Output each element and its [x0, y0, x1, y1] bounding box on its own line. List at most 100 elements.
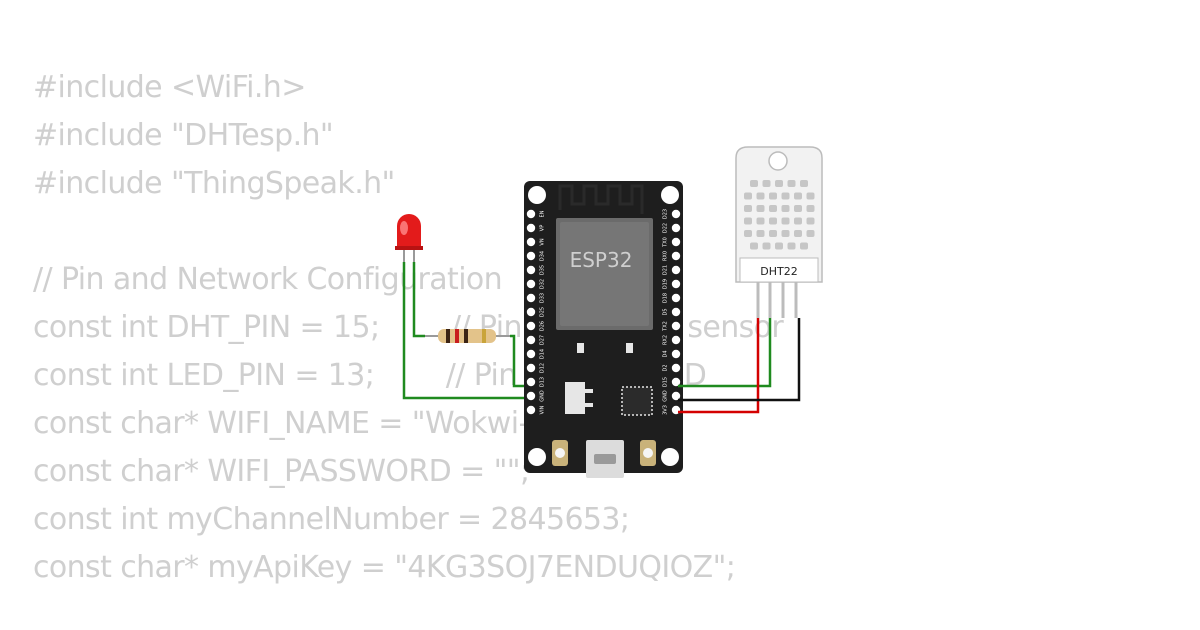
pin-label: D33	[540, 293, 546, 303]
pin-hole[interactable]	[526, 209, 536, 219]
pin-hole[interactable]	[671, 209, 681, 219]
grille-slot	[762, 180, 771, 187]
pin-label: VN	[540, 238, 546, 245]
pin-hole[interactable]	[671, 335, 681, 345]
pin-hole[interactable]	[671, 223, 681, 233]
grille-slot	[744, 192, 752, 200]
pin-label: D34	[540, 251, 546, 261]
grille-slot	[756, 192, 765, 200]
pin-hole[interactable]	[671, 237, 681, 247]
grille-slot	[806, 205, 815, 212]
resistor[interactable]	[425, 329, 510, 343]
grille-slot	[756, 217, 765, 225]
pin-hole[interactable]	[526, 405, 536, 415]
code-line: #include "DHTesp.h"	[33, 118, 334, 153]
pin-hole[interactable]	[526, 237, 536, 247]
code-line: #include "ThingSpeak.h"	[33, 166, 395, 201]
pin-hole[interactable]	[526, 349, 536, 359]
grille-slot	[787, 180, 796, 187]
pin-label: D15	[663, 377, 669, 387]
pin-hole[interactable]	[526, 265, 536, 275]
code-line: const int myChannelNumber = 2845653;	[33, 502, 630, 537]
pin-hole[interactable]	[526, 293, 536, 303]
pin-label: VP	[540, 225, 546, 231]
pin-hole[interactable]	[671, 363, 681, 373]
grille-slot	[806, 217, 815, 225]
pin-hole[interactable]	[526, 307, 536, 317]
sensor-label: DHT22	[760, 265, 797, 278]
grille-slot	[781, 217, 790, 225]
grille-slot	[787, 242, 796, 250]
pin-hole[interactable]	[526, 251, 536, 261]
grille-slot	[744, 230, 752, 237]
pin-label: D26	[540, 321, 546, 331]
pin-label: D21	[663, 265, 669, 275]
pin-label: TX0	[663, 237, 669, 248]
pin-label: D19	[663, 279, 669, 289]
pin-label: D14	[540, 349, 546, 359]
pin-label: D4	[663, 350, 669, 357]
pin-label: EN	[540, 210, 546, 217]
esp32-board[interactable]: ESP32	[524, 181, 683, 478]
pin-label: RX2	[663, 335, 669, 345]
left-pin-header: ENVPVND34D35D32D33D25D26D27D14D12D13GNDV…	[526, 209, 546, 415]
pin-hole[interactable]	[526, 279, 536, 289]
pin-hole[interactable]	[526, 391, 536, 401]
pin-label: D25	[540, 307, 546, 317]
grille-slot	[781, 192, 790, 200]
pin-label: D35	[540, 265, 546, 275]
grille-slot	[781, 205, 790, 212]
grille-slot	[800, 180, 808, 187]
board-label: ESP32	[570, 248, 633, 272]
grille-slot	[794, 217, 802, 225]
right-pin-header: D23D22TX0RX0D21D19D18D5TX2RX2D4D2D15GND3…	[663, 209, 681, 415]
pin-label: 3V3	[663, 405, 669, 415]
pin-label: GND	[540, 390, 546, 402]
pin-label: D22	[663, 223, 669, 233]
pin-hole[interactable]	[526, 363, 536, 373]
grille-slot	[750, 180, 758, 187]
grille-slot	[762, 242, 771, 250]
pin-hole[interactable]	[526, 321, 536, 331]
grille-slot	[769, 230, 777, 237]
grille-slot	[806, 192, 815, 200]
grille-slot	[794, 230, 802, 237]
pin-hole[interactable]	[671, 279, 681, 289]
pin-hole[interactable]	[671, 377, 681, 387]
code-line: #include <WiFi.h>	[33, 70, 306, 105]
pin-hole[interactable]	[671, 321, 681, 331]
pin-label: D18	[663, 293, 669, 303]
pin-label: D5	[663, 308, 669, 315]
grille-slot	[769, 205, 777, 212]
pin-label: D13	[540, 377, 546, 387]
pin-hole[interactable]	[671, 349, 681, 359]
grille-slot	[744, 205, 752, 212]
red-led[interactable]	[395, 214, 423, 262]
pin-hole[interactable]	[526, 335, 536, 345]
pin-label: GND	[663, 390, 669, 402]
pin-label: D32	[540, 279, 546, 289]
pin-label: D27	[540, 335, 546, 345]
led-wires[interactable]	[402, 262, 528, 400]
pin-hole[interactable]	[671, 265, 681, 275]
pin-hole[interactable]	[671, 391, 681, 401]
pin-label: TX2	[663, 321, 669, 332]
pin-hole[interactable]	[526, 223, 536, 233]
grille-slot	[756, 230, 765, 237]
sensor-wires[interactable]	[678, 318, 801, 414]
dht22-sensor[interactable]: DHT22	[735, 146, 823, 318]
grille-slot	[806, 230, 815, 237]
grille-slot	[794, 205, 802, 212]
pin-label: RX0	[663, 251, 669, 261]
pin-label: D23	[663, 209, 669, 219]
grille-slot	[769, 217, 777, 225]
pin-hole[interactable]	[671, 293, 681, 303]
pin-hole[interactable]	[526, 377, 536, 387]
pin-label: VIN	[540, 405, 546, 414]
grille-slot	[756, 205, 765, 212]
grille-slot	[750, 242, 758, 250]
pin-hole[interactable]	[671, 307, 681, 317]
pin-hole[interactable]	[671, 251, 681, 261]
grille-slot	[744, 217, 752, 225]
